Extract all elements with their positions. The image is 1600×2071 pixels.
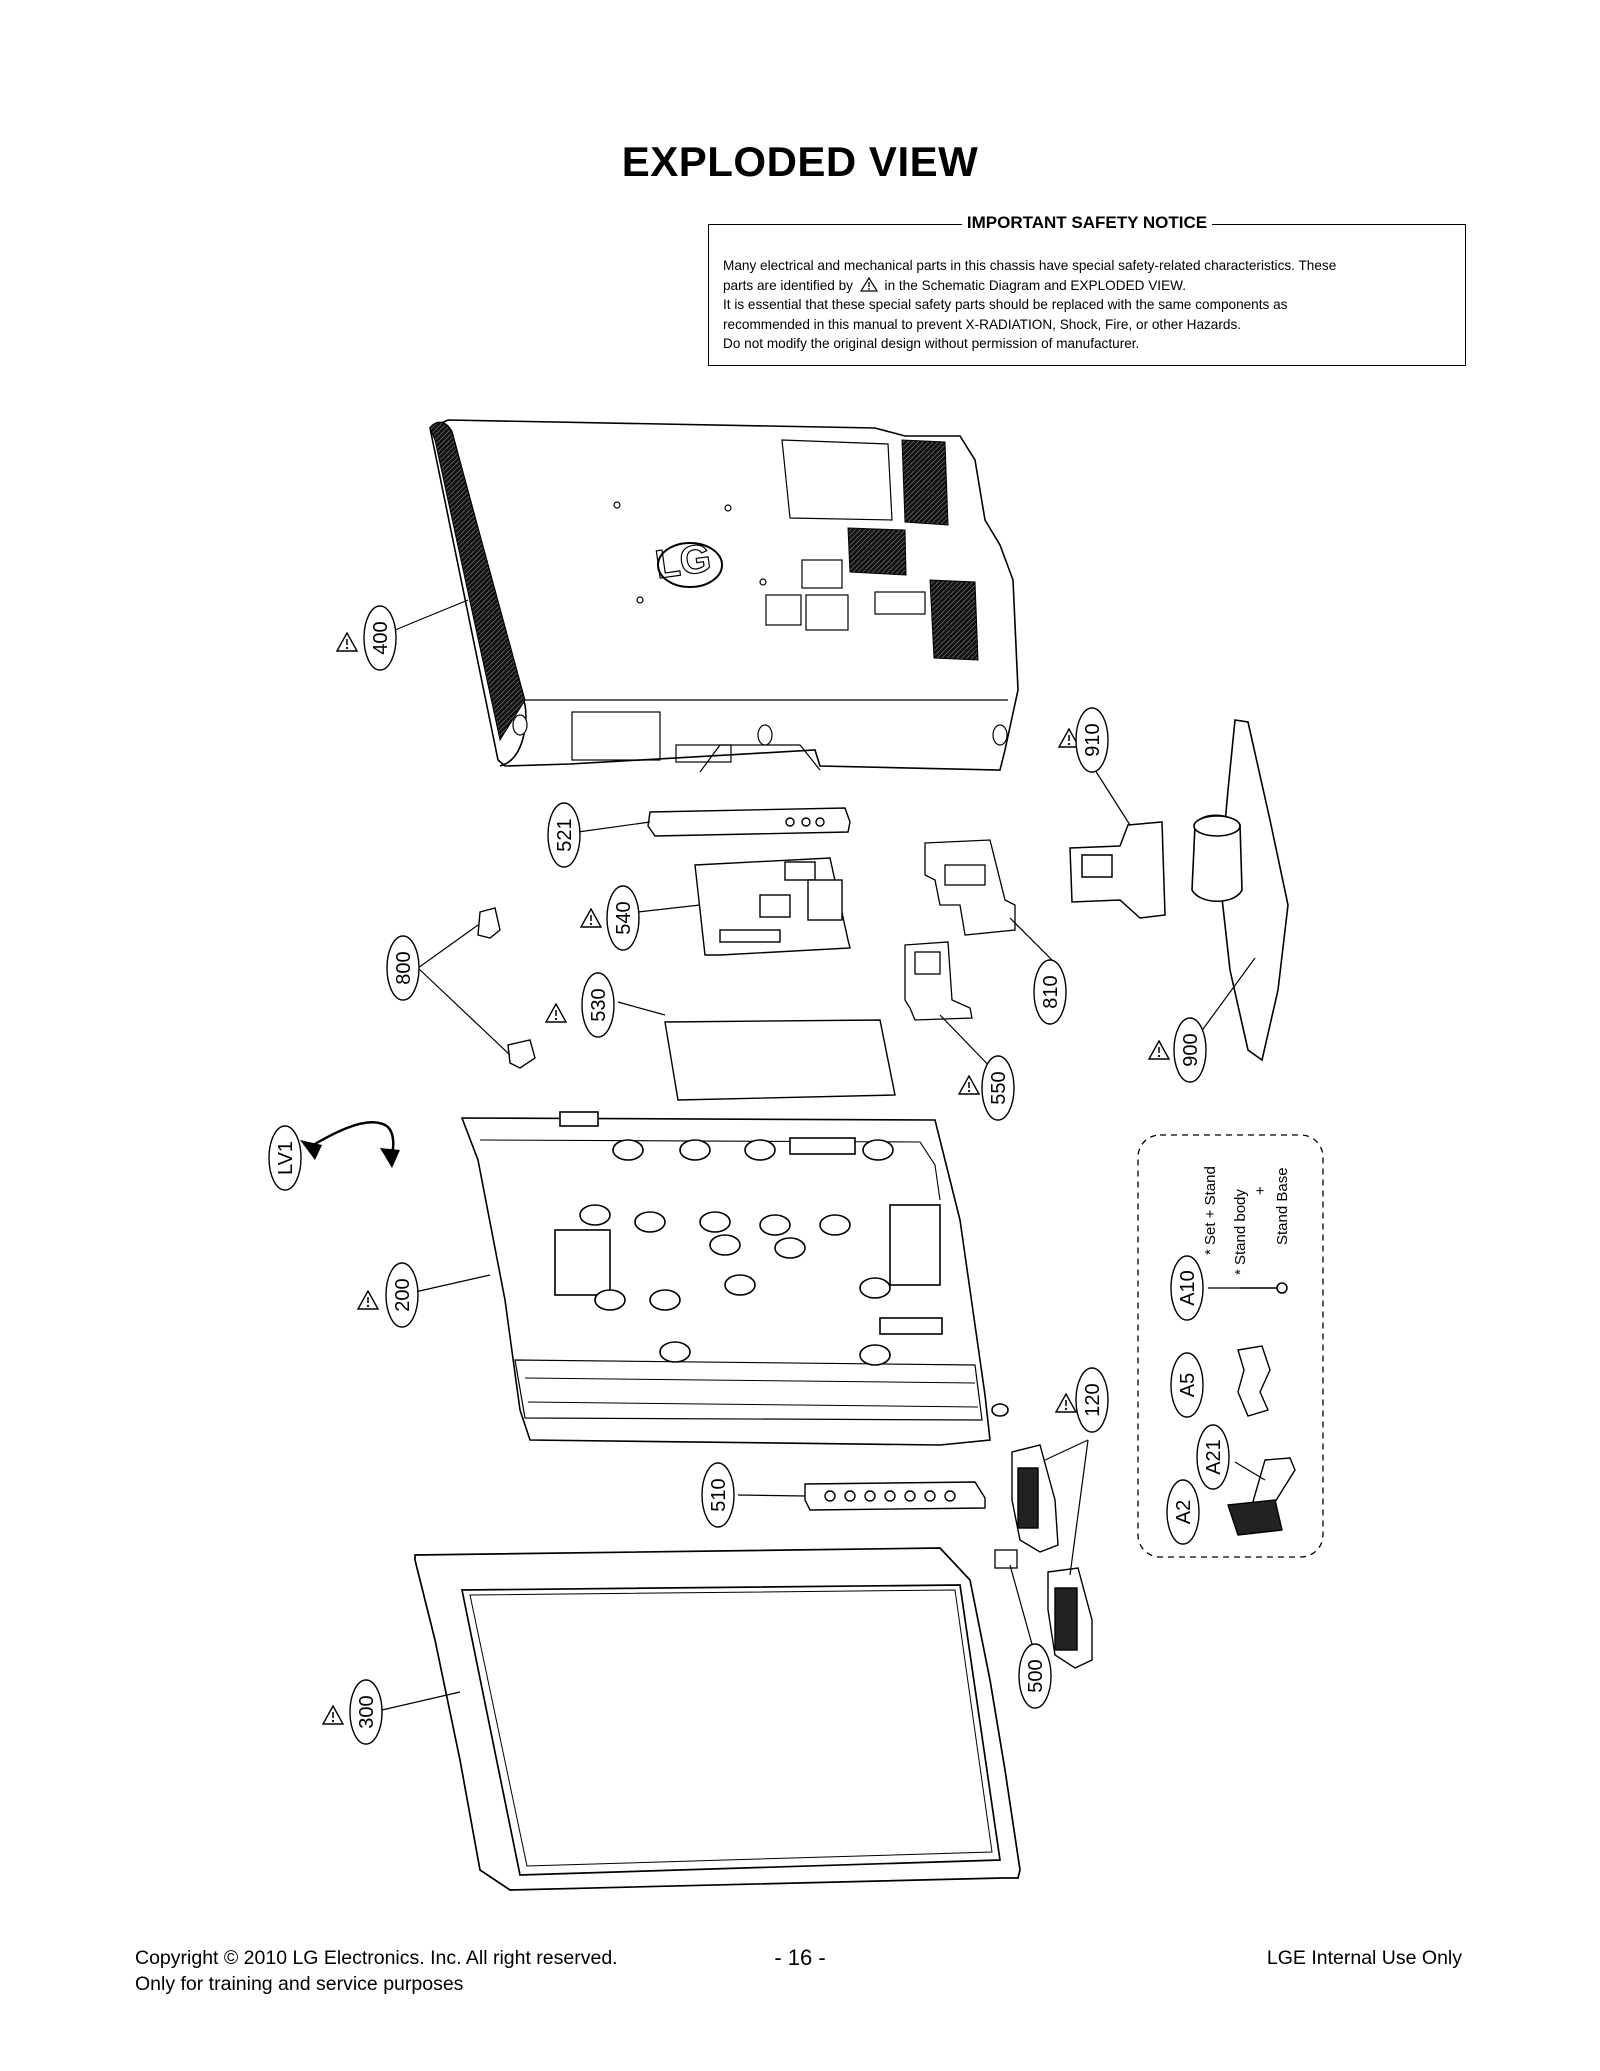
main-frame-200 [460, 1111, 1009, 1446]
callout-120: 120 [1075, 1367, 1109, 1433]
back-cover-vent-mid [847, 527, 907, 576]
svg-text:A21: A21 [1203, 1439, 1225, 1475]
warning-550-icon [958, 1075, 980, 1095]
safety-notice-box: IMPORTANT SAFETY NOTICE Many electrical … [708, 213, 1466, 366]
svg-text:* Stand body: * Stand body [1232, 1189, 1249, 1275]
warning-200-icon [357, 1290, 379, 1310]
svg-text:A5: A5 [1177, 1373, 1199, 1397]
bracket-550 [904, 941, 973, 1021]
callout-810: 810 [1033, 959, 1067, 1025]
svg-text:* Set + Stand: * Set + Stand [1202, 1166, 1219, 1255]
svg-text:LG: LG [653, 536, 714, 587]
callout-800: 800 [386, 935, 420, 1001]
callout-521: 521 [547, 802, 581, 868]
board-530 [664, 1019, 896, 1101]
callout-lv1: LV1 [268, 1125, 302, 1191]
copyright-text: Copyright © 2010 LG Electronics. Inc. Al… [135, 1947, 618, 1969]
keypad-510 [804, 1481, 986, 1511]
back-cover-vent-right [929, 579, 979, 661]
stand-base-900 [1191, 719, 1289, 1062]
notice-line-3: It is essential that these special safet… [723, 297, 1288, 313]
back-cover-vent-top [901, 439, 949, 526]
warning-triangle-icon [859, 276, 878, 292]
page-title: EXPLODED VIEW [621, 138, 979, 185]
svg-text:550: 550 [988, 1071, 1010, 1104]
stand-screw-a10 [1240, 1282, 1288, 1294]
svg-text:910: 910 [1082, 723, 1104, 756]
page-number: - 16 - [774, 1945, 826, 1970]
footer-copyright: Copyright © 2010 LG Electronics. Inc. Al… [135, 1945, 618, 1997]
back-cover-vent-left [429, 422, 526, 742]
callout-a5: A5 [1170, 1352, 1204, 1418]
callout-500: 500 [1018, 1643, 1052, 1709]
svg-text:510: 510 [708, 1478, 730, 1511]
warning-300-icon [322, 1705, 344, 1725]
stand-neck-910 [1069, 821, 1166, 919]
safety-notice-heading: IMPORTANT SAFETY NOTICE [961, 213, 1213, 232]
svg-text:200: 200 [392, 1278, 414, 1311]
main-board-540 [694, 857, 851, 956]
warning-900-icon [1148, 1040, 1170, 1060]
svg-text:500: 500 [1025, 1659, 1047, 1692]
callout-a21: A21 [1196, 1424, 1230, 1490]
svg-text:300: 300 [356, 1695, 378, 1728]
warning-530-icon [545, 1003, 567, 1023]
callout-540: 540 [606, 885, 640, 951]
stand-part-a5 [1237, 1345, 1271, 1417]
svg-text:400: 400 [370, 621, 392, 654]
purpose-text: Only for training and service purposes [135, 1973, 464, 1995]
notice-line-5: Do not modify the original design withou… [723, 336, 1140, 352]
callout-400: 400 [363, 605, 397, 671]
svg-text:A10: A10 [1177, 1270, 1199, 1306]
callout-510: 510 [701, 1462, 735, 1528]
svg-text:LV1: LV1 [275, 1141, 297, 1175]
svg-text:810: 810 [1040, 975, 1062, 1008]
svg-text:A2: A2 [1173, 1500, 1195, 1524]
speakers-120 [1011, 1444, 1093, 1669]
back-cover-400 [429, 419, 1019, 773]
svg-text:540: 540 [613, 901, 635, 934]
callout-910: 910 [1075, 707, 1109, 773]
safety-notice-body: Many electrical and mechanical parts in … [723, 256, 1451, 354]
internal-use-label: LGE Internal Use Only [1266, 1947, 1462, 1969]
warning-400-icon [336, 632, 358, 652]
svg-text:900: 900 [1180, 1033, 1202, 1066]
warning-540-icon [580, 908, 602, 928]
callout-550: 550 [981, 1055, 1015, 1121]
svg-text:530: 530 [588, 988, 610, 1021]
stand-note: * Set + Stand * Stand body + Stand Base [1202, 1166, 1291, 1275]
callout-900: 900 [1173, 1017, 1207, 1083]
part-500 [994, 1549, 1018, 1569]
front-cabinet-300 [414, 1547, 1021, 1891]
notice-line-2: parts are identified by in the Schematic… [723, 276, 1186, 293]
back-cover-details [512, 501, 1008, 746]
bracket-810 [924, 839, 1016, 936]
stand-parts-box [1137, 1134, 1324, 1558]
svg-text:+: + [1252, 1186, 1269, 1195]
notice-line-1: Many electrical and mechanical parts in … [723, 258, 1337, 273]
stand-parts-a21-a2 [1227, 1457, 1296, 1536]
callout-a2: A2 [1166, 1479, 1200, 1545]
svg-text:Stand Base: Stand Base [1274, 1167, 1291, 1245]
callout-a10: A10 [1170, 1255, 1204, 1321]
svg-text:521: 521 [554, 818, 576, 851]
lg-logo: LG [652, 536, 723, 588]
front-bracket-521 [647, 807, 851, 837]
cable-lv1 [300, 1121, 400, 1168]
clips-800 [477, 907, 536, 1069]
callout-530: 530 [581, 972, 615, 1038]
notice-line-4: recommended in this manual to prevent X-… [723, 316, 1242, 332]
callout-200: 200 [385, 1262, 419, 1328]
svg-text:800: 800 [393, 951, 415, 984]
callout-300: 300 [349, 1679, 383, 1745]
svg-text:120: 120 [1082, 1383, 1104, 1416]
warning-120-icon [1055, 1393, 1077, 1413]
